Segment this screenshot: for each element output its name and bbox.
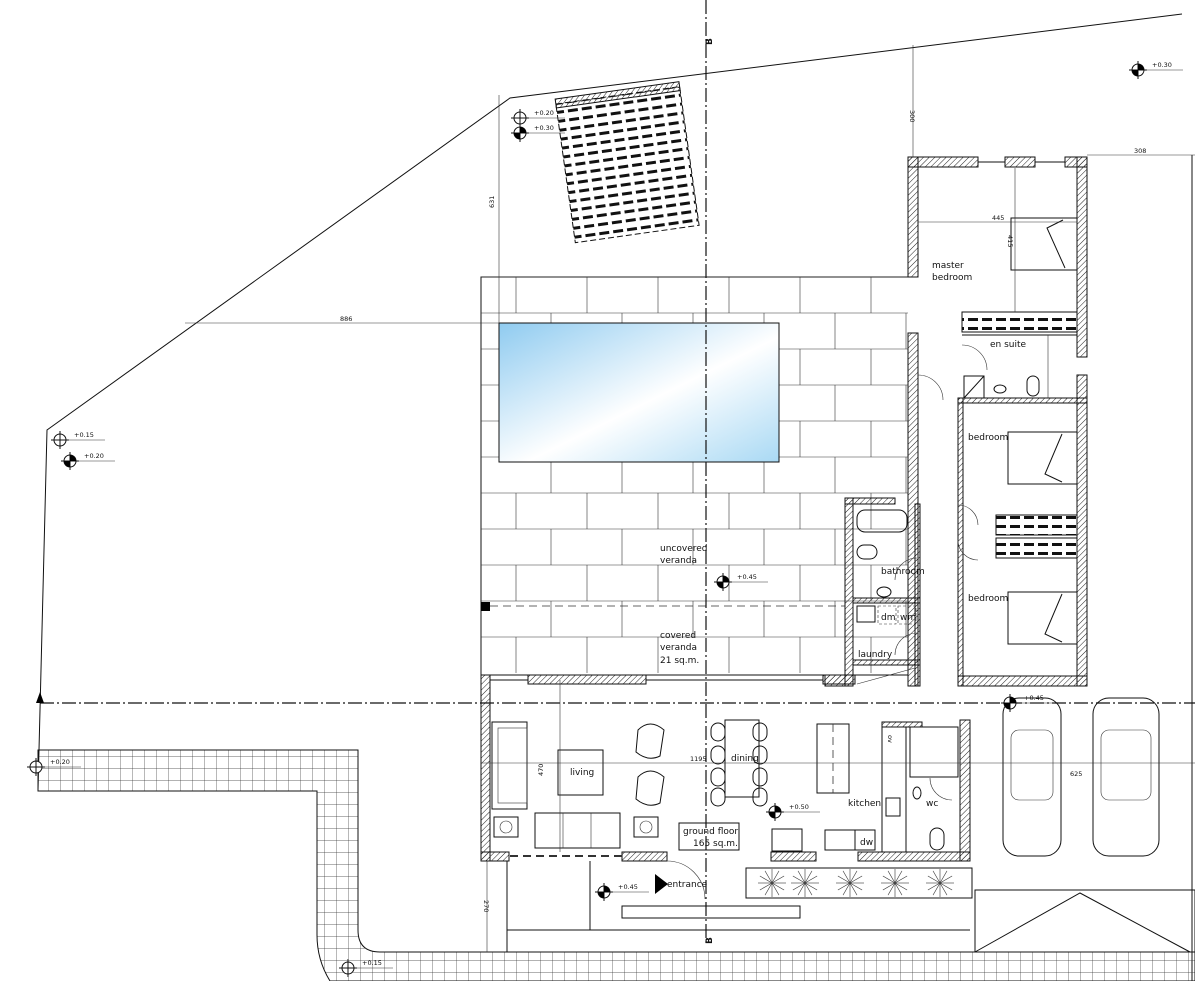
plot-boundary xyxy=(37,13,1183,791)
area-label-uncovered-veranda: veranda xyxy=(660,556,697,566)
room-label-wc: wc xyxy=(926,799,938,809)
section-marker-top: B xyxy=(705,38,715,45)
area-label-covered-veranda: 21 sq.m. xyxy=(660,656,699,666)
dimension-label: 1195 xyxy=(690,755,707,763)
dimension-label: 300 xyxy=(908,110,916,122)
car xyxy=(1092,697,1160,857)
dining-chair xyxy=(752,787,768,807)
dimension-label: 631 xyxy=(488,196,496,208)
level-label: +0.45 xyxy=(737,573,757,581)
room-label-bathroom: bathroom xyxy=(881,567,925,577)
level-marker: +0.30 xyxy=(511,124,565,142)
level-label: +0.50 xyxy=(789,803,809,811)
dining-chair xyxy=(752,745,768,765)
plant-icon xyxy=(836,869,864,897)
area-label-covered-veranda: veranda xyxy=(660,643,697,653)
room-label-master-bedroom: master xyxy=(932,261,964,271)
room-label-entrance: entrance xyxy=(667,880,708,890)
floor-area-label: ground floor xyxy=(683,827,738,837)
dining-chair xyxy=(752,767,768,787)
room-label-bedroom: bedroom xyxy=(968,594,1008,604)
level-label: +0.45 xyxy=(1024,694,1044,702)
dimension-label: 445 xyxy=(992,214,1004,222)
appliance-label-dw: dw xyxy=(860,838,873,848)
level-marker: +0.45 xyxy=(714,573,768,591)
living-block xyxy=(480,674,1195,953)
pergola xyxy=(554,81,700,244)
level-marker: +0.15 xyxy=(339,959,393,977)
swimming-pool xyxy=(498,322,780,463)
area-label-covered-veranda: covered xyxy=(660,631,696,641)
level-marker: +0.45 xyxy=(1001,694,1055,712)
plant-icon xyxy=(791,869,819,897)
bathroom-block xyxy=(824,497,921,687)
dimension-label: 625 xyxy=(1070,770,1082,778)
room-label-kitchen: kitchen xyxy=(848,799,881,809)
dimension-lines xyxy=(185,45,1195,952)
level-marker: +0.20 xyxy=(61,452,115,470)
appliance-label-wm: wm xyxy=(900,613,916,623)
dimension-label: 470 xyxy=(537,764,545,776)
appliance-label-dm: dm xyxy=(881,613,895,623)
area-label-uncovered-veranda: uncovered xyxy=(660,544,707,554)
dimension-label: 308 xyxy=(1134,147,1146,155)
level-marker: +0.15 xyxy=(51,431,105,449)
dimension-label: 415 xyxy=(1006,235,1014,247)
level-label: +0.20 xyxy=(84,452,104,460)
room-label-living: living xyxy=(570,768,594,778)
room-label-master-bedroom: bedroom xyxy=(932,273,972,283)
dimension-label: 886 xyxy=(340,315,352,323)
level-label: +0.30 xyxy=(534,124,554,132)
floor-area-label: 165 sq.m. xyxy=(693,839,738,849)
level-label: +0.45 xyxy=(618,883,638,891)
paving xyxy=(37,749,1195,981)
car xyxy=(1002,697,1062,857)
level-label: +0.15 xyxy=(74,431,94,439)
level-marker: +0.30 xyxy=(1129,61,1183,79)
level-marker: +0.45 xyxy=(595,883,649,901)
dining-chair xyxy=(710,745,726,765)
level-marker: +0.20 xyxy=(27,758,81,776)
level-label: +0.20 xyxy=(534,109,554,117)
room-label-laundry: laundry xyxy=(858,650,893,660)
floor-area-box xyxy=(678,822,740,851)
dimension-label: 270 xyxy=(482,900,490,912)
level-label: +0.15 xyxy=(362,959,382,967)
dining-chair xyxy=(752,722,768,742)
plant-icon xyxy=(926,869,954,897)
level-marker: +0.50 xyxy=(766,803,820,821)
dining-chair xyxy=(710,767,726,787)
plant-icon xyxy=(881,869,909,897)
level-label: +0.30 xyxy=(1152,61,1172,69)
bedroom-wing xyxy=(907,156,1088,687)
section-marker-bottom: B xyxy=(705,937,715,944)
appliance-label-ov: ov xyxy=(886,735,894,743)
dining-chair xyxy=(710,787,726,807)
plant-icon xyxy=(758,869,786,897)
dining-chair xyxy=(710,722,726,742)
room-label-bedroom: bedroom xyxy=(968,433,1008,443)
room-label-en-suite: en suite xyxy=(990,340,1027,350)
room-label-dining: dining xyxy=(731,754,759,764)
level-label: +0.20 xyxy=(50,758,70,766)
